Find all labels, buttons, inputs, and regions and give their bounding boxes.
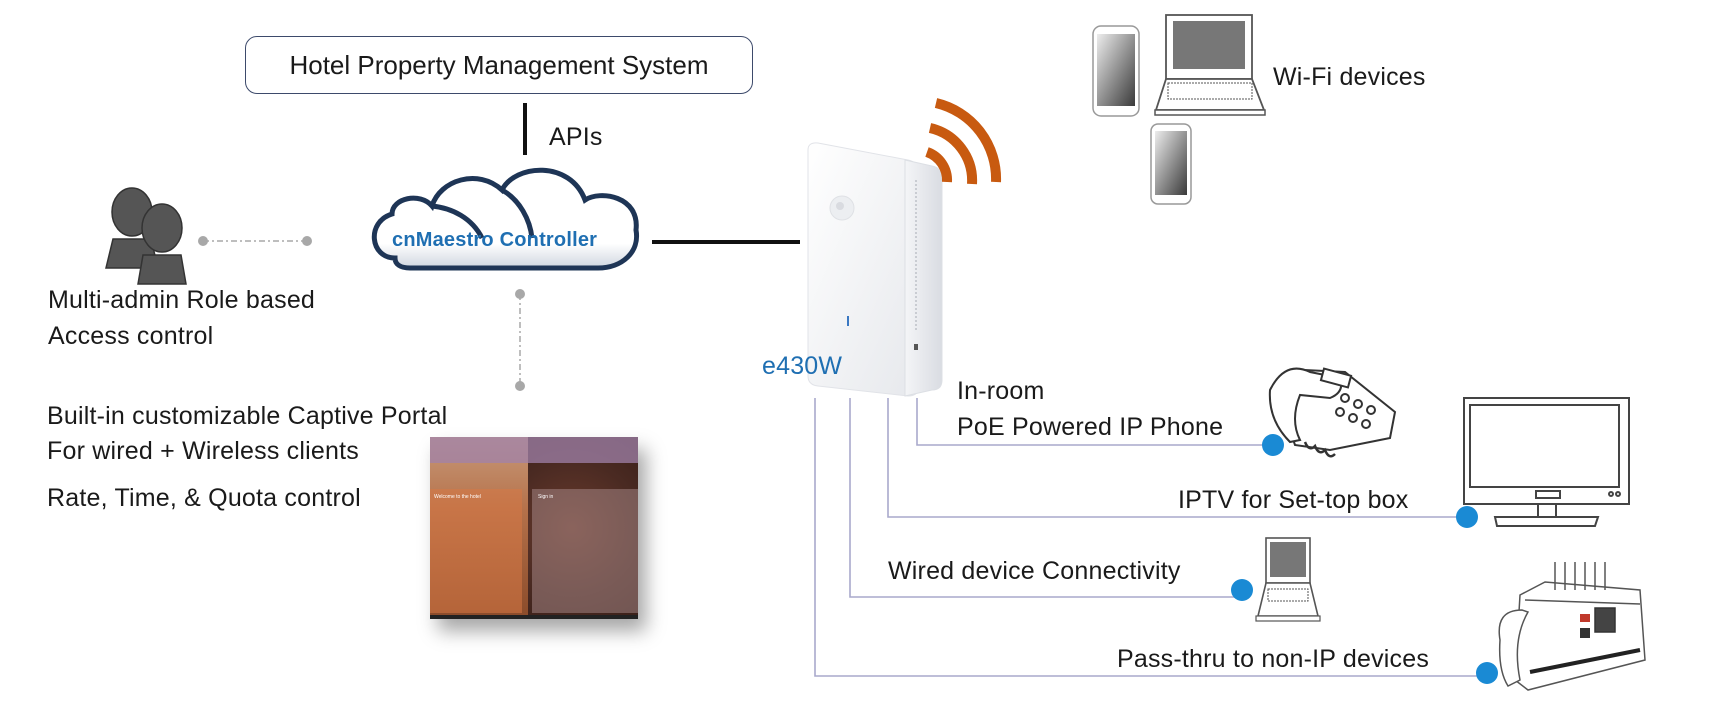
cloud-icon bbox=[371, 167, 640, 271]
wired-connection-lines bbox=[814, 398, 1485, 677]
wired-connector-dot bbox=[1231, 579, 1253, 601]
portal-welcome-text: Welcome to the hotel bbox=[434, 494, 481, 500]
wired-connection-line bbox=[849, 398, 1240, 598]
tv-icon bbox=[1463, 397, 1630, 527]
wired-laptop-icon bbox=[1255, 537, 1321, 622]
wifi-devices-label: Wi-Fi devices bbox=[1273, 63, 1426, 91]
admin-label-line1: Multi-admin Role based bbox=[48, 286, 316, 314]
captive-portal-screenshot: Welcome to the hotel Sign in bbox=[430, 437, 638, 619]
iptv-connector-dot bbox=[1456, 506, 1478, 528]
passthru-connector-dot bbox=[1476, 662, 1498, 684]
iptv-connection-line bbox=[887, 398, 1465, 518]
ip-phone-icon bbox=[1268, 367, 1397, 458]
phone-connection-line bbox=[916, 398, 1271, 446]
controller-label: cnMaestro Controller bbox=[392, 229, 598, 251]
admin-users-icon bbox=[105, 187, 187, 285]
admin-label-line2: Access control bbox=[48, 322, 214, 350]
wired-label: Wired device Connectivity bbox=[888, 557, 1181, 585]
wifi-laptop-icon bbox=[1154, 14, 1266, 116]
captive-portal-line2: For wired + Wireless clients bbox=[47, 437, 359, 465]
passthru-connection-line bbox=[814, 398, 1485, 677]
captive-portal-line3: Rate, Time, & Quota control bbox=[47, 484, 361, 512]
phone-connector-dot bbox=[1262, 434, 1284, 456]
hotel-pms-label: Hotel Property Management System bbox=[289, 49, 709, 80]
admin-dotted-link bbox=[198, 236, 312, 246]
apis-label: APIs bbox=[549, 123, 603, 151]
iptv-label: IPTV for Set-top box bbox=[1178, 486, 1409, 514]
captive-portal-line1: Built-in customizable Captive Portal bbox=[47, 402, 448, 430]
wifi-phone-icon-2 bbox=[1150, 123, 1192, 205]
access-point-model-label: e430W bbox=[762, 352, 843, 380]
phone-label-line2: PoE Powered IP Phone bbox=[957, 413, 1224, 441]
fax-machine-icon bbox=[1498, 562, 1646, 691]
wifi-signal-icon bbox=[925, 98, 1002, 185]
access-point-device-icon bbox=[807, 142, 943, 397]
wifi-phone-icon-1 bbox=[1092, 25, 1140, 117]
passthru-label: Pass-thru to non-IP devices bbox=[1117, 645, 1430, 673]
portal-right-text: Sign in bbox=[538, 494, 554, 500]
phone-label-line1: In-room bbox=[957, 377, 1045, 405]
portal-dotted-link bbox=[515, 289, 525, 391]
hotel-pms-box: Hotel Property Management System bbox=[245, 36, 753, 94]
